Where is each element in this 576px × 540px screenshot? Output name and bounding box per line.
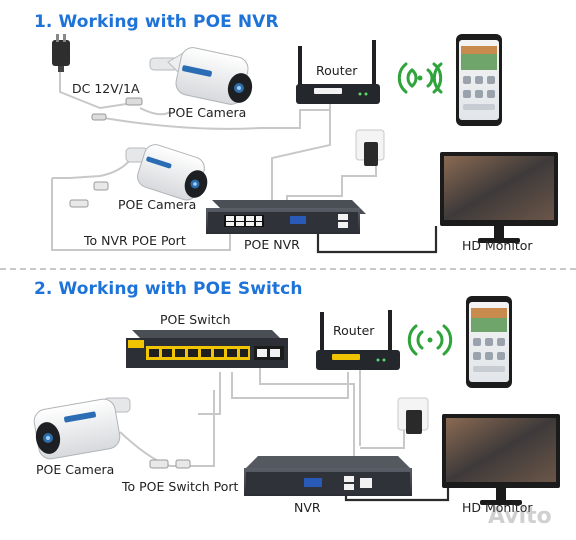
router-icon-2 [316, 310, 400, 370]
to-nvr-poe-port-label: To NVR POE Port [84, 233, 186, 248]
poe-nvr-device [206, 200, 366, 234]
wifi-icon-2 [407, 324, 453, 356]
smartphone-icon-2 [466, 296, 512, 388]
hd-monitor-label-2: HD Monitor [462, 500, 533, 515]
poe-camera-icon-section2 [33, 397, 131, 460]
poe-camera-label-bottom: POE Camera [118, 197, 197, 212]
smartphone-icon-1 [456, 34, 502, 126]
router-label-1: Router [316, 63, 358, 78]
poe-switch-device [126, 330, 288, 368]
section2-title: 2. Working with POE Switch [34, 279, 303, 299]
rj45-connector-icon [69, 181, 109, 208]
power-adapter-icon [52, 34, 70, 72]
nvr-label: NVR [294, 500, 321, 515]
dc-power-label: DC 12V/1A [72, 81, 140, 96]
rj45-connector-icon-2 [149, 459, 191, 469]
hdmi-cable-1 [316, 226, 438, 254]
hd-monitor-label-1: HD Monitor [462, 238, 533, 253]
poe-switch-label: POE Switch [160, 312, 231, 327]
poe-nvr-label: POE NVR [244, 237, 300, 252]
poe-camera-label-section2: POE Camera [36, 462, 115, 477]
section1-title: 1. Working with POE NVR [34, 12, 279, 32]
nvr-device [244, 456, 412, 496]
dc-connector-icon [91, 97, 143, 121]
router-icon-1 [296, 40, 380, 104]
section-divider [0, 268, 576, 270]
hd-monitor-icon-2 [442, 414, 560, 505]
hd-monitor-icon-1 [440, 152, 558, 243]
section2-cables [119, 364, 405, 470]
wifi-icon-1 [397, 62, 443, 94]
wall-socket-icon-1 [355, 129, 385, 166]
wall-socket-icon-2 [397, 397, 429, 434]
poe-camera-icon-bottom [125, 144, 208, 201]
to-poe-switch-port-label: To POE Switch Port [122, 479, 239, 494]
poe-camera-icon-top [149, 47, 253, 105]
poe-camera-label-top: POE Camera [168, 105, 247, 120]
watermark-logo: Avito [488, 504, 552, 529]
router-label-2: Router [333, 323, 375, 338]
